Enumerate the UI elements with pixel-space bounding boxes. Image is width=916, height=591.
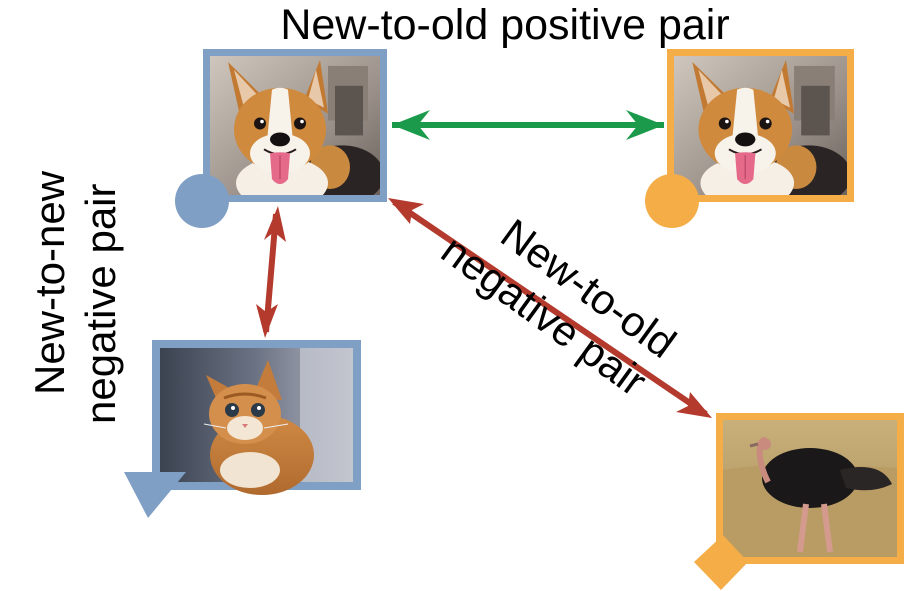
old-dog-image — [645, 49, 854, 228]
positive-pair-label: New-to-old positive pair — [280, 1, 729, 49]
new-model-circle-marker — [175, 174, 229, 228]
positive-pair-arrow — [392, 110, 664, 140]
new-to-new-negative-arrow — [256, 206, 286, 338]
anchor-dog-image — [175, 49, 387, 228]
old-model-circle-marker — [645, 174, 699, 228]
new-model-triangle-marker — [124, 472, 186, 518]
ostrich-image — [694, 413, 904, 590]
new-to-new-label-line2: negative pair — [77, 183, 124, 424]
new-to-new-label-line1: New-to-new — [26, 170, 73, 395]
cat-image — [124, 340, 361, 518]
old-model-diamond-marker — [694, 535, 748, 590]
new-to-old-negative-arrow — [388, 198, 712, 418]
